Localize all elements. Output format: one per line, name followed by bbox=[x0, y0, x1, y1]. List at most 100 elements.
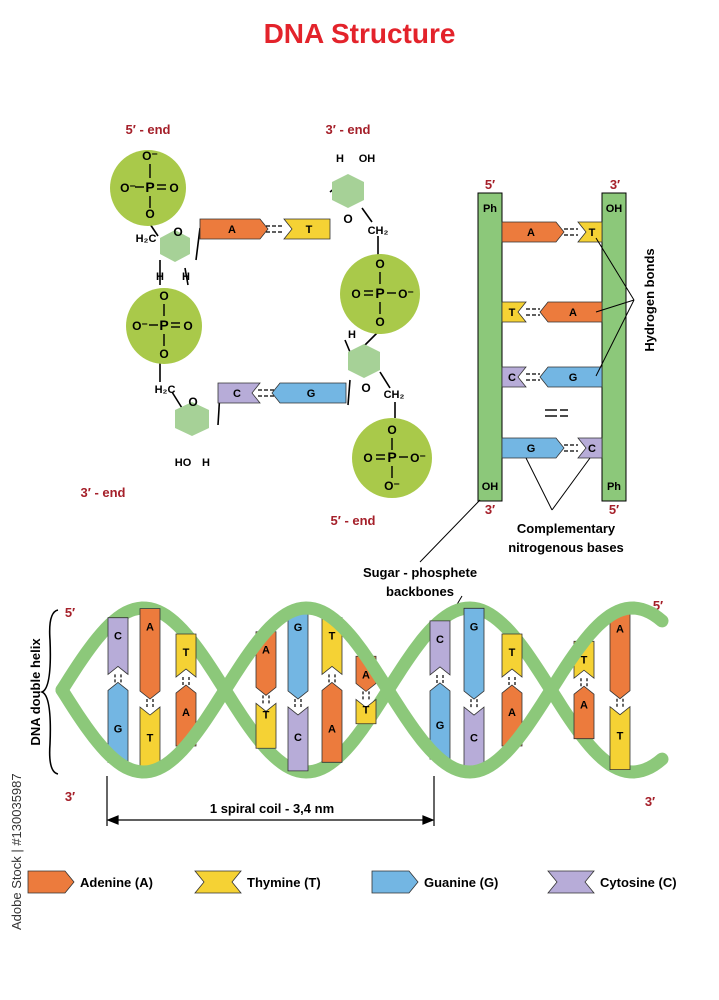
helix-pair-8-top-shape bbox=[429, 620, 451, 676]
helix-pair-12-top-letter: T bbox=[581, 654, 588, 666]
svg-text:O⁻: O⁻ bbox=[120, 181, 136, 195]
sugar-ring-2 bbox=[175, 402, 209, 436]
helix-pair-5-top: G bbox=[287, 608, 309, 700]
helix-pair-9-bottom-letter: C bbox=[470, 733, 478, 745]
svg-text:O: O bbox=[375, 257, 384, 271]
legend-label-3: Cytosine (C) bbox=[600, 875, 677, 890]
ladder-end-3-top: 3′ bbox=[610, 177, 620, 192]
helix-pair-2-top-letter: T bbox=[183, 647, 190, 659]
complementary-label-line-1: Complementary bbox=[517, 521, 616, 536]
phosphate-group-4: O O P O⁻ O⁻ bbox=[352, 418, 432, 498]
helix-pair-13-hbonds bbox=[616, 698, 624, 707]
svg-text:O⁻: O⁻ bbox=[398, 287, 414, 301]
svg-text:H₂C: H₂C bbox=[155, 384, 176, 396]
ladder-pair-3-left-letter: G bbox=[527, 443, 536, 455]
helix-pair-5-bottom: C bbox=[287, 706, 309, 772]
helix-pair-4-bottom-letter: T bbox=[263, 709, 270, 721]
chem-base-a-shape bbox=[199, 218, 269, 240]
svg-text:P: P bbox=[387, 449, 396, 465]
chem-base-g: G bbox=[271, 382, 347, 404]
ladder-pair-3-right-letter: C bbox=[588, 443, 596, 455]
legend-swatch-2 bbox=[371, 870, 419, 894]
helix-pair-7-hbonds bbox=[362, 691, 370, 700]
phosphate-group-3: O O P O⁻ O bbox=[340, 254, 420, 334]
legend-item-2: Guanine (G) bbox=[371, 870, 498, 894]
svg-text:O: O bbox=[361, 381, 370, 395]
svg-text:O: O bbox=[343, 212, 352, 226]
sugar-ring-4 bbox=[348, 344, 380, 378]
helix-brace bbox=[39, 609, 59, 775]
legend-swatch-3 bbox=[547, 870, 595, 894]
sugar-ring-1 bbox=[160, 230, 190, 262]
legend: Adenine (A) Thymine (T) Guanine (G) Cytosin… bbox=[27, 870, 677, 894]
ladder-pair-2-left-shape bbox=[501, 366, 527, 388]
phosphate-group-2: O O⁻ P O O bbox=[126, 288, 202, 364]
helix-pair-13-bottom: T bbox=[609, 705, 631, 771]
helix-pair-1-hbonds bbox=[146, 699, 154, 708]
helix-pair-4-bottom-shape bbox=[255, 702, 277, 749]
ladder-pair-1-left-shape bbox=[501, 301, 527, 323]
helix-pair-12-bottom-shape bbox=[573, 685, 595, 740]
chem-base-a: A bbox=[199, 218, 269, 240]
ladder-pair-2-right-letter: G bbox=[569, 372, 578, 384]
helix-pair-8-top-letter: C bbox=[436, 634, 444, 646]
helix-side-label: DNA double helix bbox=[28, 638, 43, 746]
svg-text:O⁻: O⁻ bbox=[132, 319, 148, 333]
ladder-pair-2-right-shape bbox=[539, 366, 603, 388]
ladder-pair-2-right: G bbox=[539, 366, 603, 388]
legend-item-0: Adenine (A) bbox=[27, 870, 153, 894]
helix-pair-6-bottom-shape bbox=[321, 681, 343, 763]
ladder-pair-0-right: T bbox=[577, 221, 603, 243]
helix-pair-2-top-shape bbox=[175, 633, 197, 678]
helix-pair-10-hbonds bbox=[508, 677, 516, 686]
helix-pair-9-top-shape bbox=[463, 607, 485, 700]
helix-pair-8-bottom-letter: G bbox=[436, 720, 445, 732]
helix-strand-back bbox=[55, 601, 669, 779]
ladder-pair-0-left: A bbox=[501, 221, 565, 243]
legend-label-1: Thymine (T) bbox=[247, 875, 321, 890]
helix-pair-5-bottom-shape bbox=[287, 706, 309, 772]
svg-text:P: P bbox=[375, 285, 384, 301]
svg-text:O: O bbox=[173, 225, 182, 239]
svg-text:OH: OH bbox=[482, 481, 499, 493]
helix-strand-1 bbox=[55, 601, 669, 779]
helix-pair-12-hbonds bbox=[580, 678, 588, 687]
helix-pair-9-hbonds bbox=[470, 699, 478, 708]
svg-text:Ph: Ph bbox=[483, 203, 497, 215]
ladder-pair-1-left-letter: T bbox=[509, 307, 516, 319]
helix-pair-1-top-shape bbox=[139, 608, 161, 700]
helix-end-5-right: 5′ bbox=[653, 598, 663, 613]
svg-text:O: O bbox=[183, 319, 192, 333]
svg-text:H: H bbox=[182, 271, 190, 283]
chem-base-c-letter: C bbox=[233, 388, 241, 400]
sugar-ring-3 bbox=[332, 174, 364, 208]
stock-id: Adobe Stock | #130035987 bbox=[9, 773, 24, 930]
chem-base-t-shape bbox=[283, 218, 331, 240]
chem-base-g-shape bbox=[271, 382, 347, 404]
helix-pair-12-bottom: A bbox=[573, 685, 595, 740]
svg-text:O: O bbox=[159, 347, 168, 361]
page-title: DNA Structure bbox=[263, 18, 456, 49]
backbone-label-line-2: backbones bbox=[386, 584, 454, 599]
svg-text:O: O bbox=[145, 207, 154, 221]
ladder-pair-1-right-shape bbox=[539, 301, 603, 323]
helix-pair-10-top-letter: T bbox=[509, 647, 516, 659]
ladder-end-3-bottom: 3′ bbox=[485, 502, 495, 517]
ladder-pair-2-hbonds bbox=[526, 373, 540, 381]
chem-hbonds-2 bbox=[258, 389, 276, 397]
svg-text:H: H bbox=[202, 457, 210, 469]
ladder-pair-0-right-shape bbox=[577, 221, 603, 243]
coil-dimension bbox=[106, 776, 435, 826]
helix-pair-1-top-letter: A bbox=[146, 622, 154, 634]
helix-pair-13-top: A bbox=[609, 609, 631, 700]
svg-text:O: O bbox=[375, 315, 384, 329]
helix-pair-12-bottom-letter: A bbox=[580, 700, 588, 712]
svg-text:O: O bbox=[387, 423, 396, 437]
helix-pair-4-top-letter: A bbox=[262, 645, 270, 657]
ladder-pair-0-left-shape bbox=[501, 221, 565, 243]
svg-text:O: O bbox=[351, 287, 360, 301]
phosphate-group-1: O⁻ O⁻ P O O bbox=[110, 149, 186, 226]
